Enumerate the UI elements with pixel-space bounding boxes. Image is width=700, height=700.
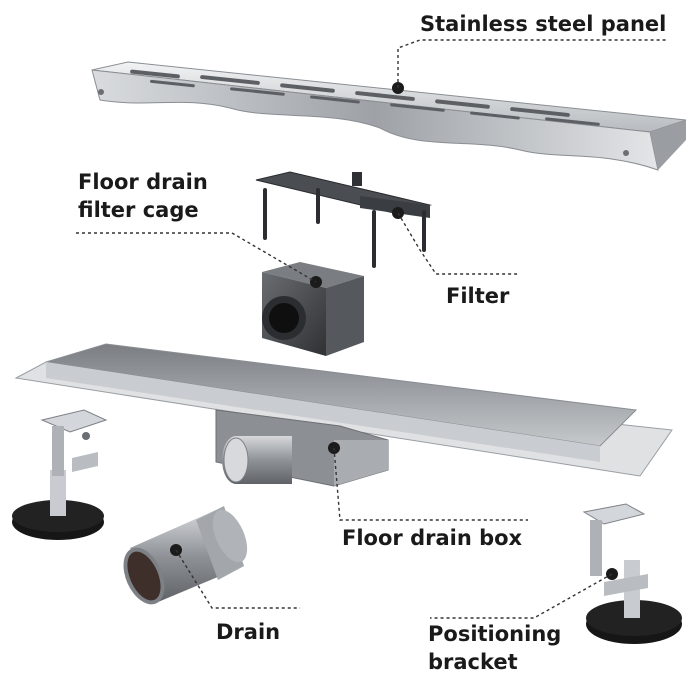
label-stainless-steel-panel: Stainless steel panel <box>420 10 666 38</box>
floor-drain-tray <box>14 343 673 487</box>
leader-panel <box>397 39 668 88</box>
label-text-line2: filter cage <box>78 198 199 222</box>
label-floor-drain-box: Floor drain box <box>342 524 522 552</box>
label-positioning-bracket: Positioning bracket <box>428 620 561 676</box>
filter-box <box>262 262 364 356</box>
stainless-steel-panel <box>91 61 687 171</box>
positioning-bracket-right <box>582 503 682 644</box>
label-drain: Drain <box>216 618 280 646</box>
positioning-bracket-left <box>12 409 108 540</box>
leader-cage <box>76 232 317 283</box>
leader-lines <box>76 39 668 619</box>
drain-pipe <box>123 506 248 605</box>
label-text: Stainless steel panel <box>420 12 667 36</box>
label-text-line1: Floor drain <box>78 170 208 194</box>
label-text-line1: Positioning <box>428 622 562 646</box>
leader-bracket <box>430 573 613 619</box>
label-text: Filter <box>446 284 510 308</box>
filter-cage-frame <box>255 171 432 268</box>
label-filter: Filter <box>446 282 509 310</box>
leader-box <box>333 447 528 521</box>
leader-filter <box>397 212 518 275</box>
label-text: Floor drain box <box>342 526 523 550</box>
leader-drain <box>175 549 300 609</box>
label-text-line2: bracket <box>428 650 518 674</box>
label-floor-drain-filter-cage: Floor drain filter cage <box>78 168 208 224</box>
label-text: Drain <box>216 620 281 644</box>
